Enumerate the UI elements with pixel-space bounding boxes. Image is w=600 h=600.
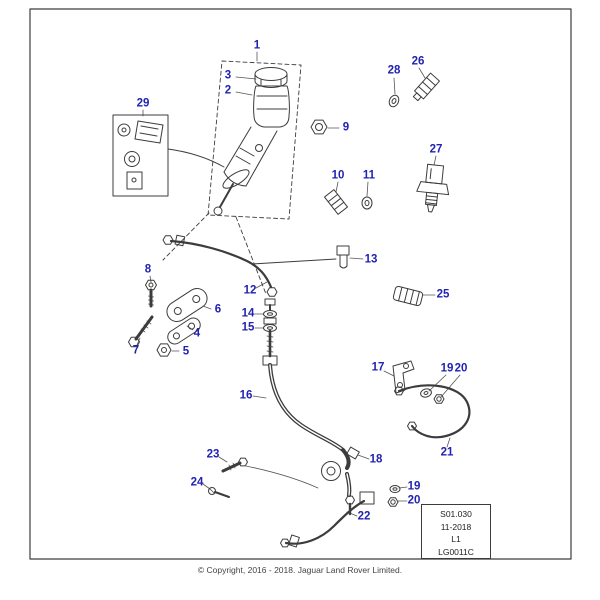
part-master-cylinder-body (213, 126, 278, 216)
part-screw-24 (208, 487, 230, 498)
callout-7[interactable]: 7 (132, 344, 140, 357)
callout-9[interactable]: 9 (342, 121, 350, 134)
part-washer-14 (263, 310, 277, 318)
part-reservoir-cap (254, 67, 288, 88)
part-fitting-26 (412, 72, 440, 102)
part-washer-19-bottom (389, 485, 401, 493)
callout-14[interactable]: 14 (241, 307, 255, 320)
callout-17[interactable]: 17 (371, 361, 385, 374)
callout-5[interactable]: 5 (182, 345, 190, 358)
info-sheet: L1 (451, 534, 461, 544)
callout-2[interactable]: 2 (224, 84, 232, 97)
callout-15[interactable]: 15 (241, 321, 255, 334)
part-connector-25 (392, 285, 424, 307)
callout-18[interactable]: 18 (369, 453, 383, 466)
callout-22[interactable]: 22 (357, 510, 371, 523)
part-nut-5 (156, 343, 172, 357)
callout-28[interactable]: 28 (387, 64, 401, 77)
part-bolt-7 (128, 315, 154, 348)
part-reservoir (253, 85, 290, 128)
part-washer-19-top (420, 388, 432, 398)
part-nut-20-top (433, 394, 445, 404)
callout-10[interactable]: 10 (331, 169, 345, 182)
part-gasket-6 (166, 287, 208, 323)
part-seal-11 (361, 196, 373, 210)
callout-12[interactable]: 12 (243, 284, 257, 297)
callout-13[interactable]: 13 (364, 253, 378, 266)
info-drawing-no: LG0011C (438, 546, 474, 557)
part-hose-mount-18 (245, 446, 375, 516)
callout-19-top[interactable]: 19 (440, 362, 454, 375)
part-hose-16 (268, 363, 352, 497)
part-pressure-switch-27 (416, 163, 450, 213)
callout-3[interactable]: 3 (224, 69, 232, 82)
callout-6[interactable]: 6 (214, 303, 222, 316)
callout-24[interactable]: 24 (190, 476, 204, 489)
assembly-box-dashed (162, 60, 302, 295)
part-pipe-22 (280, 499, 366, 548)
copyright-text: © Copyright, 2016 - 2018. Jaguar Land Ro… (197, 565, 403, 575)
callout-26[interactable]: 26 (411, 55, 425, 68)
part-bolt-8 (145, 279, 157, 308)
callout-8[interactable]: 8 (144, 263, 152, 276)
callout-11[interactable]: 11 (362, 169, 376, 182)
leader-lines (136, 51, 461, 517)
callout-1[interactable]: 1 (253, 39, 261, 52)
info-date: 11-2018 (440, 521, 472, 532)
callout-29[interactable]: 29 (136, 97, 150, 110)
part-bracket-kit-29 (112, 114, 225, 197)
callout-27[interactable]: 27 (429, 143, 443, 156)
part-pipe-12 (162, 234, 337, 297)
callout-19-bottom[interactable]: 19 (407, 480, 421, 493)
part-pipe-21 (394, 384, 471, 439)
callout-23[interactable]: 23 (206, 448, 220, 461)
part-washer-15 (263, 324, 277, 332)
part-clip-13 (336, 245, 350, 269)
part-plate-4 (167, 317, 201, 345)
info-section-code: S01.030 (440, 509, 472, 519)
callout-21[interactable]: 21 (440, 446, 454, 459)
part-nut-9 (310, 119, 328, 135)
part-washer-28 (388, 94, 400, 108)
callout-16[interactable]: 16 (239, 389, 253, 402)
callout-25[interactable]: 25 (436, 288, 450, 301)
callout-20-bottom[interactable]: 20 (407, 494, 421, 507)
callout-20-top[interactable]: 20 (454, 362, 468, 375)
info-box: S01.030 11-2018 L1 LG0011C (421, 504, 491, 559)
part-nut-20-bottom (387, 497, 399, 507)
part-fitting-10 (323, 189, 349, 215)
callout-4[interactable]: 4 (193, 327, 201, 340)
diagram-border (29, 8, 572, 560)
part-bolt-23 (221, 457, 248, 473)
